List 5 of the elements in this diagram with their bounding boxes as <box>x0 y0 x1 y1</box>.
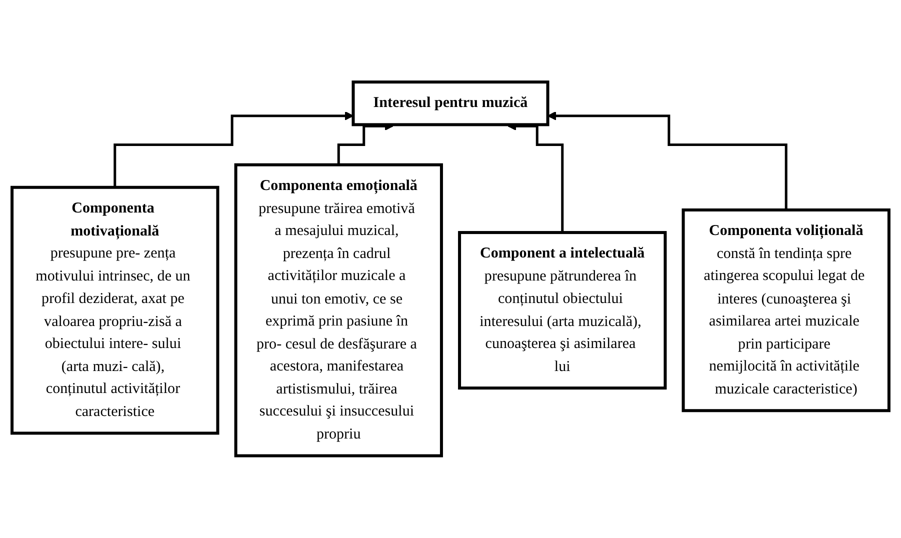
node-box: Componenta motivațională presupune pre- zența motivului intrinsec, de un profil deziderat, axat pe valoarea propriu-zisă a obiectului intere- sului (arta muzi- cală), conținutul activităților caracteristice <box>10 186 220 435</box>
node-box: Interesul pentru muzică <box>352 80 550 126</box>
node-box: Componenta volițională constă în tendința spre atingerea scopului legat de interes (cunoaşterea şi asimilarea artei muzicale prin participare nemijlocită în activitățile muzicale caracteristice) <box>682 208 890 412</box>
node-box: Component a intelectuală presupune pătrunderea în conținutul obiectului interesului (arta muzicală), cunoaşterea şi asimilarea lui <box>458 231 667 390</box>
node-box: Componenta emoțională presupune trăirea emotivă a mesajului muzical, prezența în cadrul activităților muzicale a unui ton emotiv, ce se exprimă prin pasiune în pro- cesul de desfăşurare a acestora, manifestarea artistismului, trăirea succesului şi insuccesului propriu <box>234 163 443 458</box>
